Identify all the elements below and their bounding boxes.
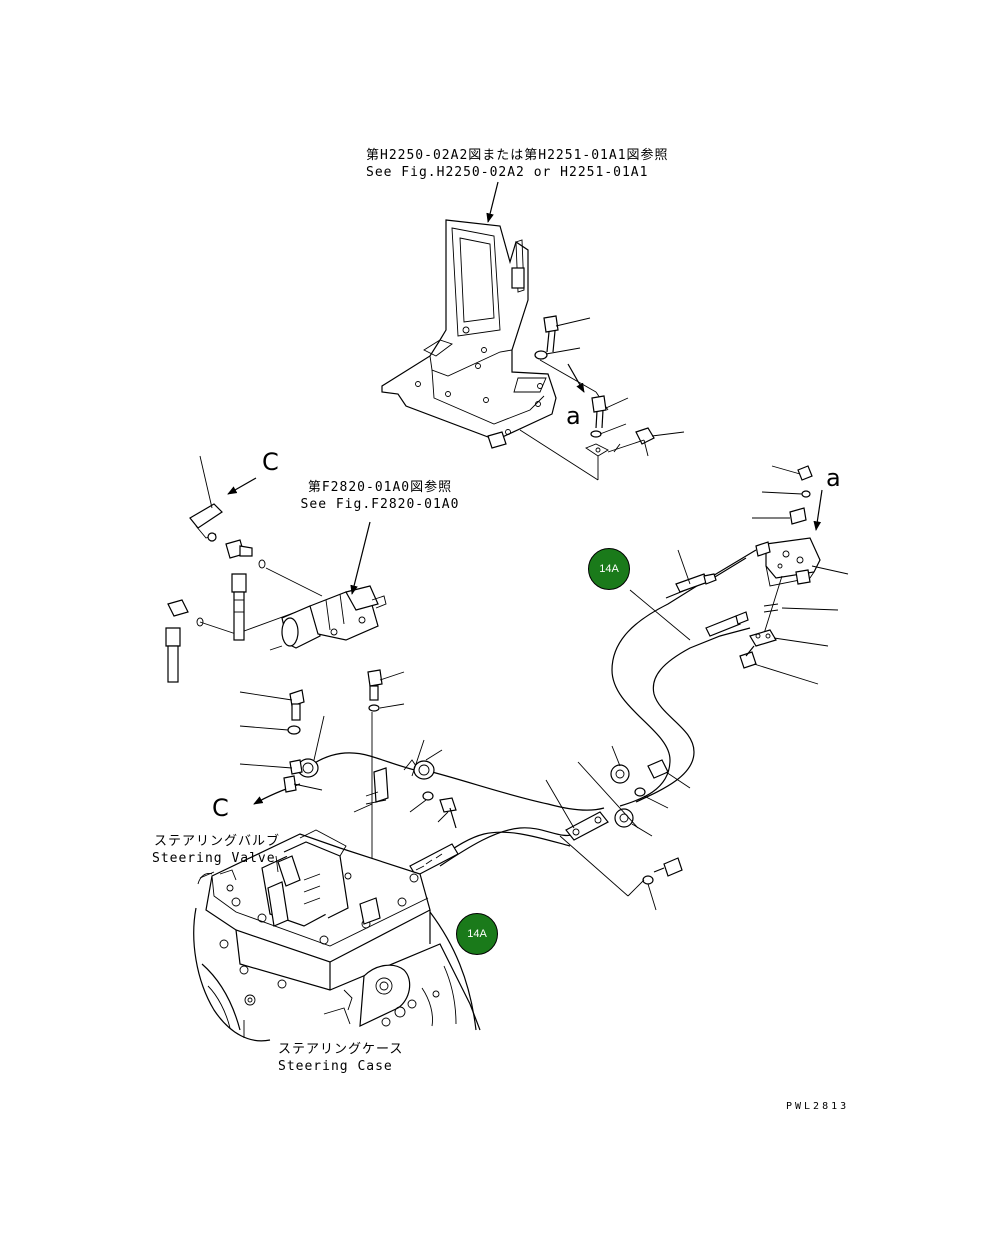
steering-case-label-jp: ステアリングケース	[278, 1042, 404, 1057]
reference-letter-a-right: a	[826, 464, 841, 492]
frame-reference-jp: 第H2250-02A2図または第H2251-01A1図参照	[366, 148, 669, 163]
steering-valve	[197, 829, 431, 963]
reference-letter-c-left: C	[212, 794, 229, 822]
frame-reference-en: See Fig.H2250-02A2 or H2251-01A1	[366, 165, 649, 180]
frame-hardware	[519, 315, 685, 481]
fittings-left	[165, 455, 266, 683]
callout-badge-14a-upper[interactable]: 14A	[588, 548, 630, 590]
callout-badge-14a-lower[interactable]: 14A	[456, 913, 498, 955]
steering-valve-label-jp: ステアリングバルブ	[154, 834, 281, 849]
drawing-code: PWL2813	[786, 1101, 850, 1112]
reference-letter-c: C	[262, 448, 279, 476]
steering-case	[193, 907, 481, 1042]
steering-valve-label-en: Steering Valve	[152, 851, 276, 866]
solenoid-valve	[269, 585, 387, 651]
valve-reference-jp: 第F2820-01A0図参照	[307, 480, 453, 495]
frame-bracket	[381, 219, 557, 449]
steering-case-label-en: Steering Case	[278, 1059, 393, 1074]
reference-letter-a: a	[566, 402, 581, 430]
hose-clamps	[239, 669, 691, 911]
right-valve-block	[739, 465, 849, 685]
valve-reference-en: See Fig.F2820-01A0	[300, 497, 460, 512]
hoses	[253, 549, 757, 877]
